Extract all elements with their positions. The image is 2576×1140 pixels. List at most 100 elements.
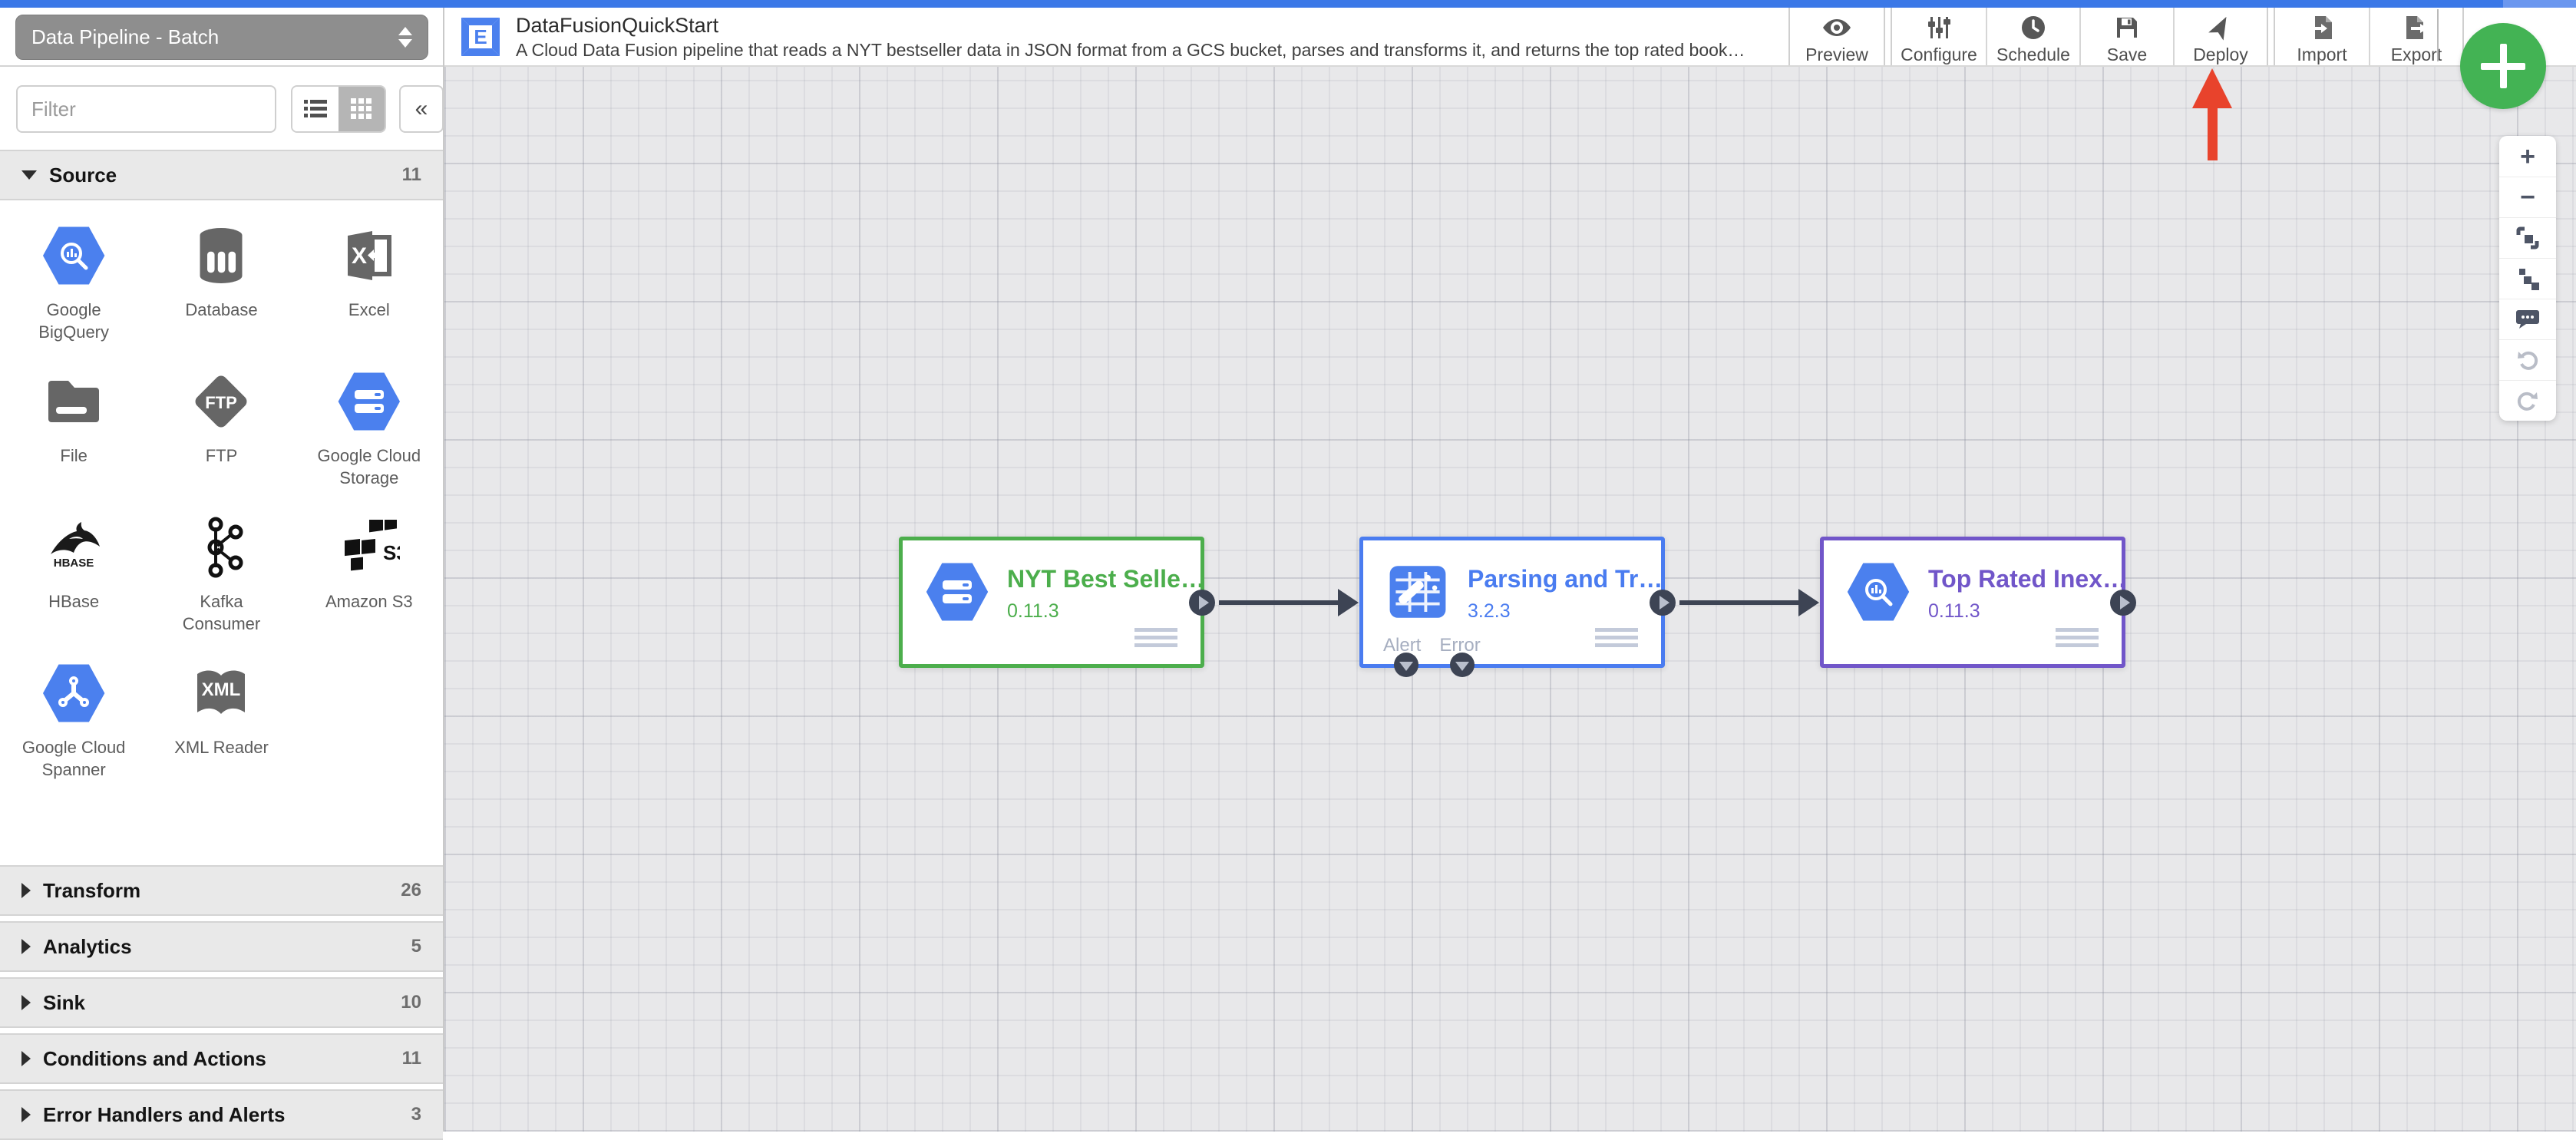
align-nodes-icon: [2516, 267, 2539, 290]
preview-button[interactable]: Preview: [1790, 8, 1884, 65]
section-count: 26: [401, 880, 421, 901]
output-port[interactable]: [2110, 590, 2136, 616]
node-nyt-best-sellers[interactable]: NYT Best Selle… 0.11.3: [899, 537, 1204, 668]
node-title: Top Rated Inex…: [1928, 565, 2127, 593]
plugin-google-cloud-storage[interactable]: Google Cloud Storage: [296, 369, 443, 515]
canvas-zoom-toolbar: + −: [2499, 136, 2556, 421]
section-analytics[interactable]: Analytics 5: [0, 921, 443, 972]
node-menu-icon[interactable]: [2056, 628, 2099, 647]
output-port[interactable]: [1650, 590, 1676, 616]
filter-row: «: [0, 67, 443, 150]
plugin-file[interactable]: File: [0, 369, 147, 515]
s3-icon: S3: [337, 515, 401, 580]
plugin-google-bigquery[interactable]: Google BigQuery: [0, 223, 147, 369]
error-port[interactable]: [1450, 653, 1475, 677]
pipeline-header: E DataFusionQuickStart A Cloud Data Fusi…: [444, 8, 2576, 67]
node-top-rated-sink[interactable]: Top Rated Inex… 0.11.3: [1820, 537, 2125, 668]
top-accent-bar-segment: [2503, 0, 2576, 8]
pipeline-type-select[interactable]: Data Pipeline - Batch: [15, 15, 428, 60]
bigquery-icon: [1847, 562, 1910, 622]
redo-icon: [2516, 389, 2539, 412]
database-icon: [189, 223, 253, 288]
node-title: Parsing and Tr…: [1468, 565, 1663, 593]
plugin-excel[interactable]: X Excel: [296, 223, 443, 369]
redo-button[interactable]: [2499, 380, 2556, 421]
edge-node1-node2-arrowhead: [1338, 589, 1359, 616]
svg-text:S3: S3: [383, 541, 400, 564]
node-version: 0.11.3: [1007, 600, 1059, 623]
bigquery-icon: [41, 223, 106, 288]
import-button[interactable]: Import: [2275, 8, 2369, 65]
section-conditions-actions[interactable]: Conditions and Actions 11: [0, 1033, 443, 1084]
deploy-button[interactable]: Deploy: [2173, 8, 2267, 65]
grid-icon: [351, 98, 372, 120]
plugin-hbase[interactable]: HBASE HBase: [0, 515, 147, 661]
section-transform[interactable]: Transform 26: [0, 865, 443, 916]
plugin-amazon-s3[interactable]: S3 Amazon S3: [296, 515, 443, 661]
list-view-button[interactable]: [292, 87, 339, 131]
kafka-icon: [189, 515, 253, 580]
alert-port[interactable]: [1394, 653, 1418, 677]
minus-icon: −: [2520, 184, 2535, 210]
wrangler-icon: [1386, 562, 1449, 626]
pipeline-name: DataFusionQuickStart: [516, 12, 1790, 38]
hbase-orca-icon: HBASE: [41, 515, 106, 580]
configure-button[interactable]: Configure: [1892, 8, 1986, 65]
paper-plane-icon: [2208, 15, 2234, 41]
source-plugin-grid: Google BigQuery Database X: [0, 200, 443, 859]
auto-align-button[interactable]: [2499, 258, 2556, 299]
save-button[interactable]: Save: [2079, 8, 2173, 65]
export-button[interactable]: Export: [2369, 8, 2462, 65]
output-port[interactable]: [1189, 590, 1215, 616]
sidebar-collapse-button[interactable]: «: [399, 85, 444, 133]
section-count: 11: [402, 1048, 421, 1069]
view-toggle: [291, 85, 386, 133]
pipeline-description: A Cloud Data Fusion pipeline that reads …: [516, 38, 1775, 61]
plugin-google-cloud-spanner[interactable]: Google Cloud Spanner: [0, 661, 147, 807]
section-error-handlers[interactable]: Error Handlers and Alerts 3: [0, 1089, 443, 1140]
select-spinner-icon: [398, 27, 412, 48]
list-icon: [304, 99, 327, 119]
clock-icon: [2021, 15, 2046, 41]
comment-button[interactable]: [2499, 299, 2556, 339]
plugin-database[interactable]: Database: [147, 223, 295, 369]
zoom-in-button[interactable]: +: [2499, 136, 2556, 177]
node-menu-icon[interactable]: [1595, 628, 1638, 647]
chevron-right-icon: [21, 1051, 31, 1066]
schedule-button[interactable]: Schedule: [1986, 8, 2079, 65]
node-menu-icon[interactable]: [1134, 628, 1177, 647]
plugin-kafka-consumer[interactable]: Kafka Consumer: [147, 515, 295, 661]
pipeline-canvas[interactable]: NYT Best Selle… 0.11.3 Parsing and Tr…: [444, 67, 2576, 1132]
plugin-ftp[interactable]: FTP FTP: [147, 369, 295, 515]
node-title: NYT Best Selle…: [1007, 565, 1205, 593]
edge-node1-node2: [1219, 600, 1342, 605]
deploy-annotation-arrow: [2192, 68, 2232, 160]
chevron-down-icon: [21, 170, 37, 180]
xml-book-icon: XML: [189, 661, 253, 725]
zoom-out-button[interactable]: −: [2499, 177, 2556, 217]
section-sink[interactable]: Sink 10: [0, 977, 443, 1028]
ftp-icon: FTP: [189, 369, 253, 434]
spanner-icon: [41, 661, 106, 725]
node-parsing-transform[interactable]: Parsing and Tr… 3.2.3 Alert Error: [1359, 537, 1665, 668]
chevron-right-icon: [21, 1107, 31, 1122]
header-separator: [2437, 9, 2439, 61]
filter-input[interactable]: [16, 85, 276, 133]
undo-button[interactable]: [2499, 339, 2556, 380]
svg-text:XML: XML: [202, 679, 241, 700]
export-file-icon: [2403, 15, 2429, 41]
fit-to-screen-button[interactable]: [2499, 217, 2556, 258]
section-source[interactable]: Source 11: [0, 150, 443, 200]
plugin-sidebar: Data Pipeline - Batch: [0, 8, 444, 1132]
svg-text:HBASE: HBASE: [54, 557, 94, 570]
comment-bubble-icon: [2515, 309, 2540, 330]
excel-icon: X: [337, 223, 401, 288]
import-file-icon: [2309, 15, 2335, 41]
section-count: 3: [411, 1104, 421, 1125]
grid-view-button[interactable]: [339, 87, 385, 131]
edge-node2-node3-arrowhead: [1798, 589, 1819, 616]
plugin-xml-reader[interactable]: XML XML Reader: [147, 661, 295, 807]
add-entity-button[interactable]: [2460, 23, 2546, 109]
top-accent-bar: [0, 0, 2576, 8]
action-toolbar: Preview Configure: [1788, 8, 2464, 65]
